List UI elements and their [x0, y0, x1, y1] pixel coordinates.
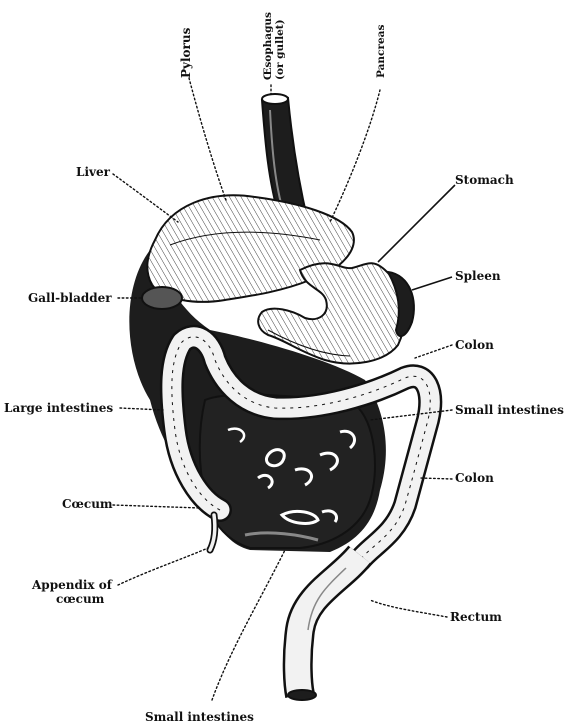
leader-small-intestines-bottom: [212, 550, 285, 700]
appendix: [210, 515, 215, 550]
leader-caecum: [113, 505, 200, 508]
label-colon-upper: Colon: [455, 338, 494, 352]
label-large-intestines: Large intestines: [4, 401, 113, 415]
label-liver: Liver: [76, 165, 111, 179]
label-small-intestines-bottom: Small intestines: [145, 710, 254, 724]
leader-appendix: [118, 548, 208, 585]
leader-pancreas: [330, 90, 380, 222]
label-gall-bladder: Gall-bladder: [28, 291, 112, 305]
label-pancreas: Pancreas: [375, 25, 387, 78]
leader-colon-lower: [420, 478, 452, 479]
label-appendix-line1: Appendix of: [31, 578, 113, 592]
leader-stomach: [378, 185, 455, 262]
gall-bladder: [142, 287, 182, 309]
label-stomach: Stomach: [455, 173, 514, 187]
label-oesophagus-line2: (or gullet): [274, 19, 286, 80]
label-pylorus: Pylorus: [179, 27, 193, 78]
label-spleen: Spleen: [455, 269, 501, 283]
leader-pylorus: [189, 78, 226, 200]
leader-spleen: [412, 277, 452, 290]
label-caecum: Cœcum: [62, 497, 113, 511]
label-oesophagus-line1: Œsophagus: [262, 12, 274, 80]
label-colon-lower: Colon: [455, 471, 494, 485]
label-small-intestines-right: Small intestines: [455, 403, 564, 417]
leader-rectum: [370, 600, 447, 617]
leader-liver: [113, 174, 178, 222]
label-appendix-line2: cœcum: [56, 592, 105, 606]
rectum: [288, 555, 360, 700]
leader-colon-upper: [415, 345, 452, 358]
label-rectum: Rectum: [450, 610, 502, 624]
